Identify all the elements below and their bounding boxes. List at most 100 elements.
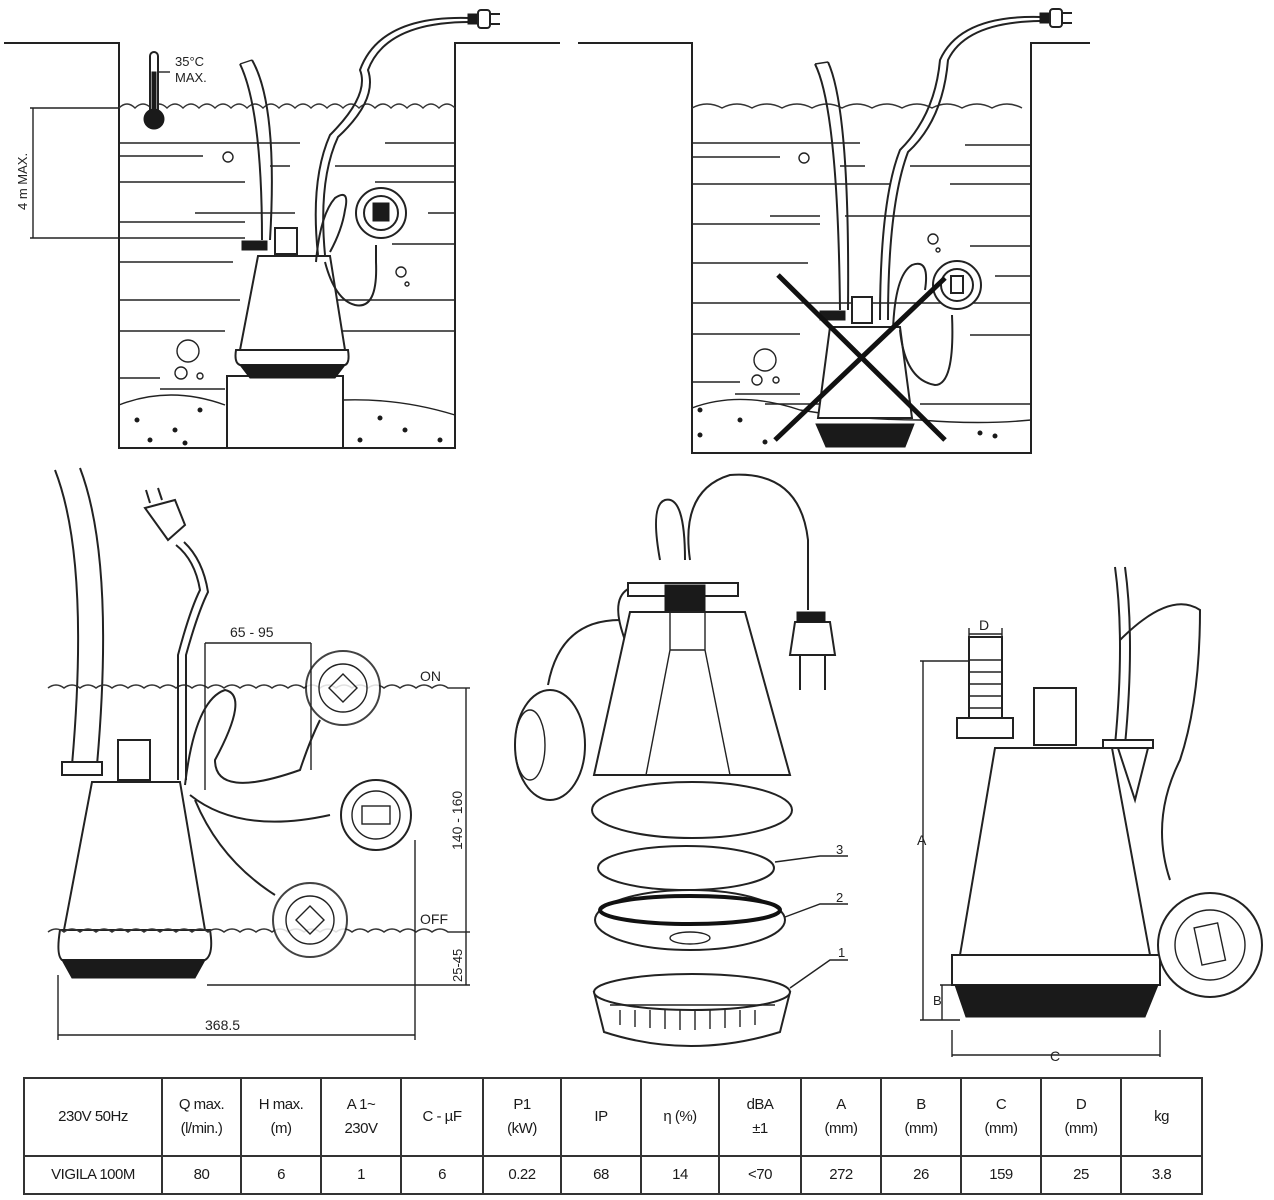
dimension-label-d: D	[979, 617, 989, 633]
water-hatching	[119, 142, 455, 390]
table-cell: 68	[560, 1155, 642, 1195]
table-header-cell: H max. (m)	[240, 1077, 322, 1157]
header-line-1: η (%)	[663, 1108, 697, 1125]
installation-correct-diagram: 35°C MAX. 4 m MAX.	[4, 9, 560, 449]
on-off-range-label: 140 - 160	[449, 791, 465, 850]
on-label: ON	[420, 668, 441, 684]
float-cable	[315, 194, 378, 307]
specification-table: 230V 50Hz Q max. (l/min.) H max. (m) A 1~ 230V…	[23, 1077, 1203, 1195]
dimension-vertical	[207, 688, 470, 986]
header-line-1: B	[916, 1096, 926, 1113]
header-line-2: (mm)	[1064, 1120, 1098, 1137]
table-header-cell: kg	[1120, 1077, 1203, 1157]
header-line-1: H max.	[258, 1096, 304, 1113]
table-header-cell: IP	[560, 1077, 642, 1157]
header-line-2: (m)	[270, 1120, 293, 1137]
table-header-cell: dBA±1	[718, 1077, 802, 1157]
header-line-2: (mm)	[904, 1120, 938, 1137]
power-cable	[314, 16, 471, 256]
table-header-cell: Q max. (l/min.)	[161, 1077, 242, 1157]
dimension-label-b: B	[933, 993, 942, 1008]
header-line-2: (l/min.)	[180, 1120, 223, 1137]
soil-right	[342, 399, 456, 416]
off-label: OFF	[420, 911, 448, 927]
water-surface-on	[47, 684, 470, 689]
float-switch-icon	[272, 650, 412, 958]
plug-icon	[1039, 8, 1072, 28]
table-cell: 159	[960, 1155, 1042, 1195]
pump-base	[954, 984, 1159, 1018]
discharge-hose	[54, 467, 105, 766]
soil-dots	[134, 407, 443, 446]
header-line-1: A 1~	[346, 1096, 376, 1113]
hose-nut	[61, 761, 103, 776]
outlet-thread	[664, 584, 706, 616]
water-surface	[118, 103, 456, 110]
table-cell: 0.22	[482, 1155, 562, 1195]
float-switch-levels-diagram: 65 - 95 ON OFF 140 - 160 25-45 368.5	[47, 467, 470, 1040]
plug-icon	[788, 611, 837, 690]
header-line-2: (kW)	[507, 1120, 537, 1137]
header-line-2: (mm)	[984, 1120, 1018, 1137]
dimension-view-diagram: A B C D	[917, 566, 1263, 1064]
discharge-hose	[814, 61, 850, 311]
float-cable-mid	[189, 794, 331, 823]
temperature-label-2: MAX.	[175, 70, 207, 85]
part-3-gasket	[597, 845, 775, 891]
temperature-label-1: 35°C	[175, 54, 204, 69]
table-header-cell: C - µF	[400, 1077, 484, 1157]
outlet-cap	[117, 739, 151, 781]
float-switch-icon	[1157, 892, 1263, 998]
table-header-cell: C(mm)	[960, 1077, 1042, 1157]
depth-dimension-lines	[30, 107, 245, 239]
hose-connector	[968, 636, 1003, 723]
table-cell: 25	[1040, 1155, 1122, 1195]
header-line-1: A	[836, 1096, 846, 1113]
table-header-cell: B (mm)	[880, 1077, 962, 1157]
table-header-cell: A 1~ 230V	[320, 1077, 402, 1157]
dimension-line-d	[968, 628, 1003, 640]
part-label-3: 3	[836, 842, 843, 857]
table-cell: 1	[320, 1155, 402, 1195]
exploded-view-diagram: 3 2 1	[514, 473, 848, 1047]
table-cell: 14	[640, 1155, 720, 1195]
water-surface	[691, 103, 1023, 109]
power-cable	[655, 473, 809, 610]
header-line-1: Q max.	[178, 1096, 225, 1113]
float-cable	[547, 619, 621, 686]
power-cable	[879, 15, 1041, 321]
table-header-cell: P1(kW)	[482, 1077, 562, 1157]
water-surface-off	[47, 928, 470, 933]
installation-incorrect-diagram	[578, 8, 1090, 454]
header-line-1: D	[1075, 1096, 1087, 1113]
float-width-label: 65 - 95	[230, 624, 274, 640]
float-switch-icon	[355, 187, 407, 239]
part-2-plate	[594, 889, 786, 951]
pump-body	[62, 781, 207, 931]
table-cell: 6	[240, 1155, 322, 1195]
table-cell: 272	[800, 1155, 882, 1195]
float-cable-off	[194, 799, 276, 896]
header-line-2: (mm)	[824, 1120, 858, 1137]
pump-base	[61, 959, 206, 979]
part-label-2: 2	[836, 890, 843, 905]
bubbles	[751, 152, 941, 386]
hose-nut	[956, 717, 1014, 739]
bubbles	[174, 151, 410, 380]
table-cell: <70	[718, 1155, 802, 1195]
float-cable-on	[184, 688, 321, 786]
float-switch-icon	[932, 260, 982, 310]
soil-left	[118, 394, 226, 406]
header-line-1: C - µF	[422, 1108, 462, 1125]
header-line-2: 230V	[344, 1120, 378, 1137]
header-line-1: kg	[1154, 1108, 1169, 1125]
table-header-row: 230V 50Hz Q max. (l/min.) H max. (m) A 1~ 230V…	[23, 1077, 1203, 1157]
pump-pedestal	[226, 375, 344, 449]
depth-label: 4 m MAX.	[15, 153, 30, 210]
off-level-label: 25-45	[450, 949, 465, 982]
table-header-cell: 230V 50Hz	[23, 1077, 163, 1157]
cross-icon	[773, 273, 947, 442]
dimension-overall-width	[57, 840, 416, 1040]
dimension-65-95	[204, 642, 312, 790]
outlet-cap	[1033, 687, 1077, 746]
